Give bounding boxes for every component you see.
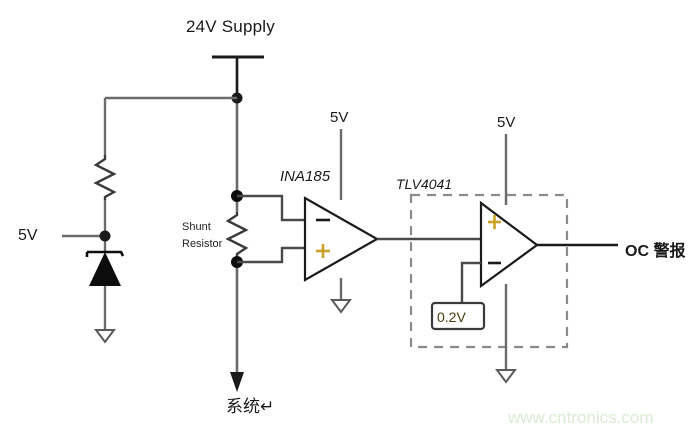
system-load-label: 系统↵ — [226, 397, 275, 416]
ina185-part-label: INA185 — [280, 168, 331, 185]
tlv4041-part-label: TLV4041 — [396, 176, 453, 192]
ground-triangle-icon — [94, 329, 116, 344]
junction-dot-icon — [99, 230, 111, 242]
left-branch-wires — [62, 96, 237, 330]
shunt-resistor-label-line2: Resistor — [182, 238, 223, 250]
comparator-power-wires — [495, 134, 517, 384]
supply-24v-label: 24V Supply — [186, 17, 275, 36]
zener-diode-icon — [85, 250, 125, 286]
arrow-down-icon — [230, 372, 244, 392]
rail-5v-ina-label: 5V — [330, 109, 349, 126]
shunt-resistor-icon — [225, 212, 249, 262]
resistor-zigzag-icon — [93, 155, 117, 200]
supply-24v-rail — [212, 55, 264, 98]
ina185-power-wires — [330, 129, 352, 314]
rail-5v-comparator-label: 5V — [497, 114, 516, 131]
reference-voltage-box — [430, 301, 486, 331]
tlv4041-comparator-icon — [479, 200, 539, 289]
oc-alarm-output-label: OC 警报 — [625, 243, 686, 260]
reference-wire — [460, 261, 481, 303]
reference-voltage-label: 0.2V — [437, 309, 466, 325]
rail-5v-left-label: 5V — [18, 227, 38, 244]
shunt-sense-wires — [237, 194, 305, 264]
ina185-amplifier-icon — [303, 196, 380, 282]
shunt-resistor-label-line1: Shunt — [182, 221, 211, 233]
site-watermark: www.cntronics.com — [508, 408, 654, 427]
tlv4041-boundary-box — [409, 193, 569, 349]
